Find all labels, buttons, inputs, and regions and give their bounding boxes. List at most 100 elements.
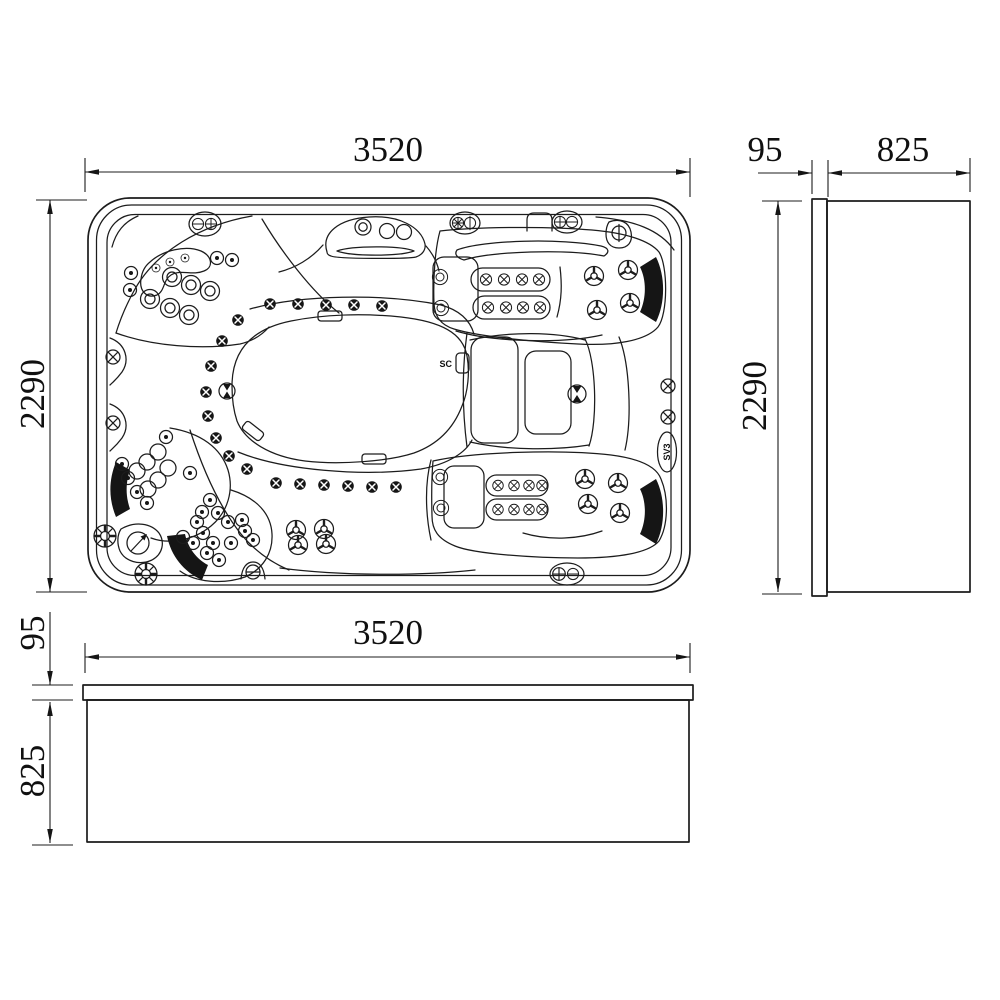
cross-jet bbox=[269, 476, 283, 490]
ring-jet bbox=[178, 304, 200, 326]
bar-jet bbox=[536, 503, 548, 516]
cup-holder bbox=[395, 223, 413, 241]
seat-front-wave bbox=[455, 330, 603, 342]
fitting-housing bbox=[551, 210, 583, 234]
knob-pointer-tip bbox=[140, 534, 147, 541]
bar-jet bbox=[508, 503, 520, 516]
footwell-contour bbox=[231, 314, 469, 464]
top-view-width-label: 3520 bbox=[353, 130, 423, 169]
shell-outlines bbox=[87, 197, 691, 593]
seat-front-wave bbox=[522, 530, 603, 539]
seat-top-left bbox=[115, 218, 340, 348]
cross-jet bbox=[240, 462, 254, 476]
headrest-pillow bbox=[110, 462, 130, 517]
corner-sweep-top-right bbox=[595, 216, 675, 251]
dim-left-height: 2290 bbox=[13, 199, 87, 593]
bench-side-curve bbox=[618, 336, 630, 451]
dim-front-width: 3520 bbox=[84, 613, 691, 673]
corner-jet bbox=[431, 268, 449, 286]
bar-jet bbox=[481, 301, 495, 314]
footwell-fitting bbox=[218, 382, 236, 400]
visor-contour bbox=[325, 216, 426, 260]
left-bench bbox=[105, 337, 127, 452]
visor-slot bbox=[336, 246, 415, 256]
front-view-height-label: 825 bbox=[13, 745, 52, 798]
target-jet bbox=[224, 252, 240, 268]
target-jet bbox=[158, 429, 174, 445]
bench-center-right: SC bbox=[439, 332, 630, 451]
mini-jet bbox=[151, 263, 161, 273]
filter-area bbox=[278, 216, 440, 273]
corner-jet bbox=[431, 468, 449, 486]
fitting-housing bbox=[549, 562, 585, 586]
suction-fitting bbox=[660, 409, 676, 425]
dim-front-height: 825 bbox=[13, 702, 73, 846]
sc-control bbox=[455, 352, 470, 374]
back-pad bbox=[443, 465, 485, 529]
cross-jet bbox=[263, 297, 277, 311]
side-shell-body bbox=[826, 200, 971, 593]
diverter-valve bbox=[463, 215, 477, 231]
bar-jet bbox=[536, 479, 548, 492]
propeller-jet bbox=[619, 292, 641, 314]
head-slot bbox=[455, 240, 609, 261]
suction-fitting bbox=[660, 378, 676, 394]
corner-curve-top-left bbox=[111, 215, 139, 248]
bar-jet bbox=[492, 503, 504, 516]
target-jet bbox=[139, 495, 155, 511]
cross-jet bbox=[341, 479, 355, 493]
rim-notch bbox=[526, 212, 553, 232]
air-control bbox=[191, 217, 205, 231]
bench-pad bbox=[470, 336, 519, 444]
target-jet bbox=[194, 504, 210, 520]
mini-jet bbox=[180, 253, 190, 263]
bar-jet bbox=[499, 301, 513, 314]
bottom-edge-curve bbox=[279, 567, 476, 575]
cross-jet bbox=[291, 297, 305, 311]
target-jet bbox=[185, 535, 201, 551]
ring-jet bbox=[159, 297, 181, 319]
jet-bar bbox=[485, 474, 549, 497]
speaker-ring bbox=[354, 218, 372, 236]
target-jet bbox=[245, 532, 261, 548]
band-lower bbox=[237, 439, 473, 473]
target-jet bbox=[211, 552, 227, 568]
seat-contour bbox=[179, 489, 273, 583]
band-upper bbox=[249, 296, 475, 335]
jet-bar bbox=[485, 498, 549, 521]
bench-bump bbox=[109, 337, 127, 386]
ring-jet bbox=[161, 266, 183, 288]
speaker-ring-inner bbox=[358, 222, 368, 232]
bench-left-edge bbox=[462, 332, 468, 448]
cross-jet bbox=[201, 409, 215, 423]
bar-jet bbox=[532, 273, 546, 286]
link-curve-right bbox=[425, 245, 440, 272]
top-view: 3520 2290 bbox=[13, 130, 691, 593]
propeller-jet bbox=[586, 299, 608, 321]
sv3-label: SV3 bbox=[662, 443, 672, 460]
seat-bottom-center bbox=[167, 489, 476, 583]
propeller-jet bbox=[577, 493, 599, 515]
cross-jet bbox=[317, 478, 331, 492]
side-view-rim-label: 95 bbox=[748, 130, 783, 169]
propeller-jet bbox=[607, 472, 629, 494]
bar-jet bbox=[516, 301, 530, 314]
headrest-pillow bbox=[640, 479, 664, 544]
bench-pad bbox=[524, 350, 572, 435]
footwell bbox=[199, 296, 475, 494]
headrest-pillow bbox=[167, 534, 208, 580]
propeller-jet bbox=[609, 502, 631, 524]
footwell-tab bbox=[317, 310, 343, 322]
propeller-jet bbox=[583, 265, 605, 287]
tub-outer-shell bbox=[87, 197, 691, 593]
front-view-rim-label: 95 bbox=[13, 616, 52, 651]
cross-jet bbox=[199, 385, 213, 399]
corner-sweep-top-left bbox=[115, 215, 253, 334]
bench-bump bbox=[109, 403, 127, 452]
deck-screw bbox=[92, 523, 118, 549]
knob-housing bbox=[117, 523, 163, 564]
target-jet bbox=[123, 265, 139, 281]
sv3-housing bbox=[656, 431, 678, 473]
seat-left-edge bbox=[425, 459, 432, 541]
